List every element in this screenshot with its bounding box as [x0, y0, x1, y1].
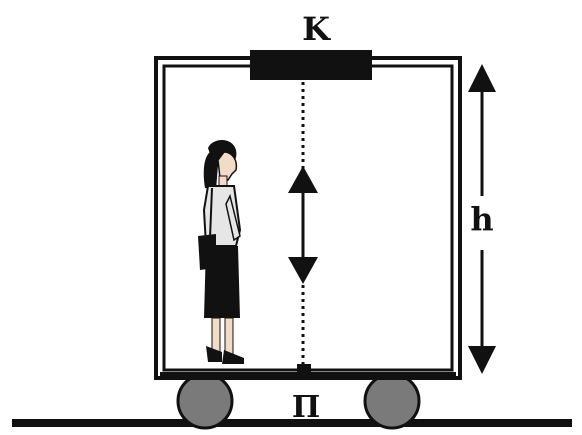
center-double-arrow: [288, 166, 318, 284]
left-wheel: [176, 372, 234, 430]
height-label: h: [470, 200, 493, 238]
top-device-label: K: [302, 10, 331, 48]
right-wheel: [363, 372, 421, 430]
height-arrow: [468, 64, 496, 374]
top-device-k: [250, 50, 372, 80]
cart-frame: [154, 56, 462, 380]
bottom-point-marker: [297, 364, 311, 378]
ground-line: [12, 419, 572, 427]
bottom-point-label: П: [292, 390, 320, 425]
standing-person: [198, 140, 244, 364]
